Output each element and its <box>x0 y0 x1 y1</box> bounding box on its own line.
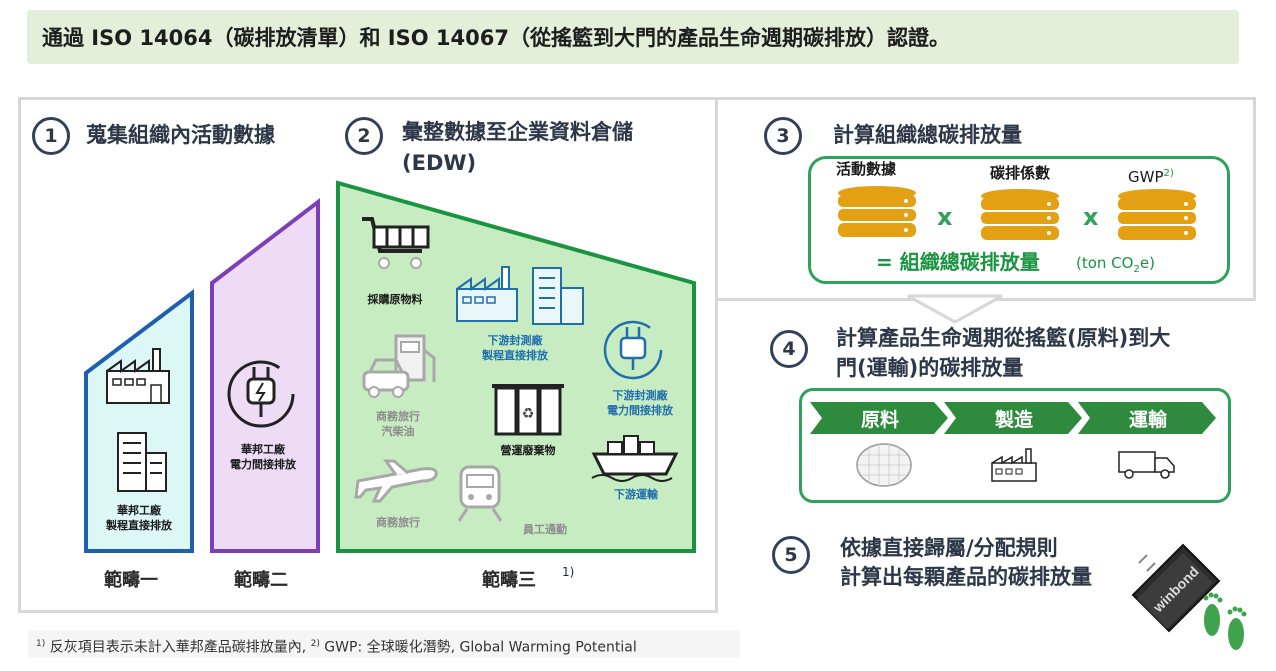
scope-3-downstream-transport: 下游運輸 <box>614 488 658 501</box>
scope-3-downstream-power-1: 下游封測廠 <box>612 389 668 402</box>
database-icon <box>1118 189 1196 240</box>
down-arrow-icon <box>907 294 1003 324</box>
airplane-icon <box>354 459 438 503</box>
formula-unit: (ton CO2e) <box>1076 254 1155 275</box>
svg-text:♻: ♻ <box>522 406 535 422</box>
power-plug-icon <box>227 360 295 428</box>
database-icon <box>981 189 1059 240</box>
scope-3-label: 範疇三 <box>482 570 536 591</box>
shopping-cart-icon <box>362 217 430 269</box>
stage-raw-material: 原料 <box>860 409 899 431</box>
formula-result: = 組織總碳排放量 <box>876 250 1040 274</box>
banner-text: 通過 ISO 14064（碳排放清單）和 ISO 14067（從搖籃到大門的產品… <box>42 26 950 50</box>
waste-bins-icon: ♻ <box>492 384 564 436</box>
memory-chip-icon: winbond <box>1131 543 1221 633</box>
step-3-title: 計算組織總碳排放量 <box>833 123 1022 147</box>
database-icon <box>838 186 916 237</box>
factory-icon <box>991 448 1037 482</box>
scope-3-downstream-process-2: 製程直接排放 <box>482 349 548 362</box>
scope-3-waste: 營運廢棄物 <box>500 444 556 457</box>
top-banner <box>27 10 1239 64</box>
step-4-number: 4 <box>770 330 808 368</box>
scope-3-business-car-2: 汽柴油 <box>381 425 415 438</box>
multiply-sign-1: x <box>937 203 953 231</box>
step-2-title-line1: 彙整數據至企業資料倉儲 <box>402 120 633 144</box>
downstream-factory-icon <box>456 266 518 322</box>
scope-2-item-line1: 華邦工廠 <box>241 443 285 456</box>
scope-3-business-flight: 商務旅行 <box>376 516 420 529</box>
office-building-icon <box>117 432 167 492</box>
step-2-number: 2 <box>345 117 383 155</box>
factory-icon <box>106 348 170 404</box>
step-5-title-line1: 依據直接歸屬/分配規則 <box>840 536 1058 560</box>
cargo-ship-icon <box>591 435 679 482</box>
scope-3-commute: 員工通勤 <box>523 523 567 536</box>
multiply-sign-2: x <box>1083 203 1099 231</box>
carbon-footprint-icon <box>1203 592 1247 650</box>
step-3-number: 3 <box>764 117 802 155</box>
step-5-title-line2: 計算出每顆產品的碳排放量 <box>840 565 1092 589</box>
scope-3-business-car-1: 商務旅行 <box>376 410 420 423</box>
wafer-icon <box>856 443 912 487</box>
scope-3-purchase: 採購原物料 <box>367 293 423 306</box>
lifecycle-arrows <box>810 402 1216 434</box>
scope-1-item-line1: 華邦工廠 <box>117 504 161 517</box>
stage-transport: 運輸 <box>1128 409 1167 431</box>
train-icon <box>457 465 503 522</box>
step-2-title-line2: (EDW) <box>402 151 477 175</box>
step-4-title-line2: 門(運輸)的碳排放量 <box>836 356 1024 380</box>
gwp-label: GWP2) <box>1128 168 1174 186</box>
scope-1-label: 範疇一 <box>104 570 158 591</box>
downstream-plug-icon <box>603 320 663 380</box>
scope-1-item-line2: 製程直接排放 <box>106 519 172 532</box>
scope-3-downstream-power-2: 電力間接排放 <box>607 404 673 417</box>
footnote: 1) 反灰項目表示未計入華邦產品碳排放量內, 2) GWP: 全球暖化潛勢, G… <box>28 630 740 658</box>
stage-manufacturing: 製造 <box>994 409 1033 431</box>
scope-2-shape <box>210 197 320 553</box>
scope-2-item-line2: 電力間接排放 <box>230 458 296 471</box>
emission-factor-label: 碳排係數 <box>990 164 1051 182</box>
step-5-number: 5 <box>772 536 810 574</box>
left-frame <box>18 97 718 613</box>
step-4-title-line1: 計算產品生命週期從搖籃(原料)到大 <box>836 326 1171 350</box>
scope-3-downstream-process-1: 下游封測廠 <box>487 334 543 347</box>
gas-station-car-icon <box>362 334 436 398</box>
truck-icon <box>1118 451 1175 479</box>
scope-2-label: 範疇二 <box>234 570 288 591</box>
activity-data-label: 活動數據 <box>836 160 897 178</box>
scope-3-footnote-ref: 1) <box>562 565 575 579</box>
step-1-number: 1 <box>32 117 70 155</box>
step-1-title: 蒐集組織內活動數據 <box>86 123 275 147</box>
downstream-building-icon <box>532 267 584 325</box>
